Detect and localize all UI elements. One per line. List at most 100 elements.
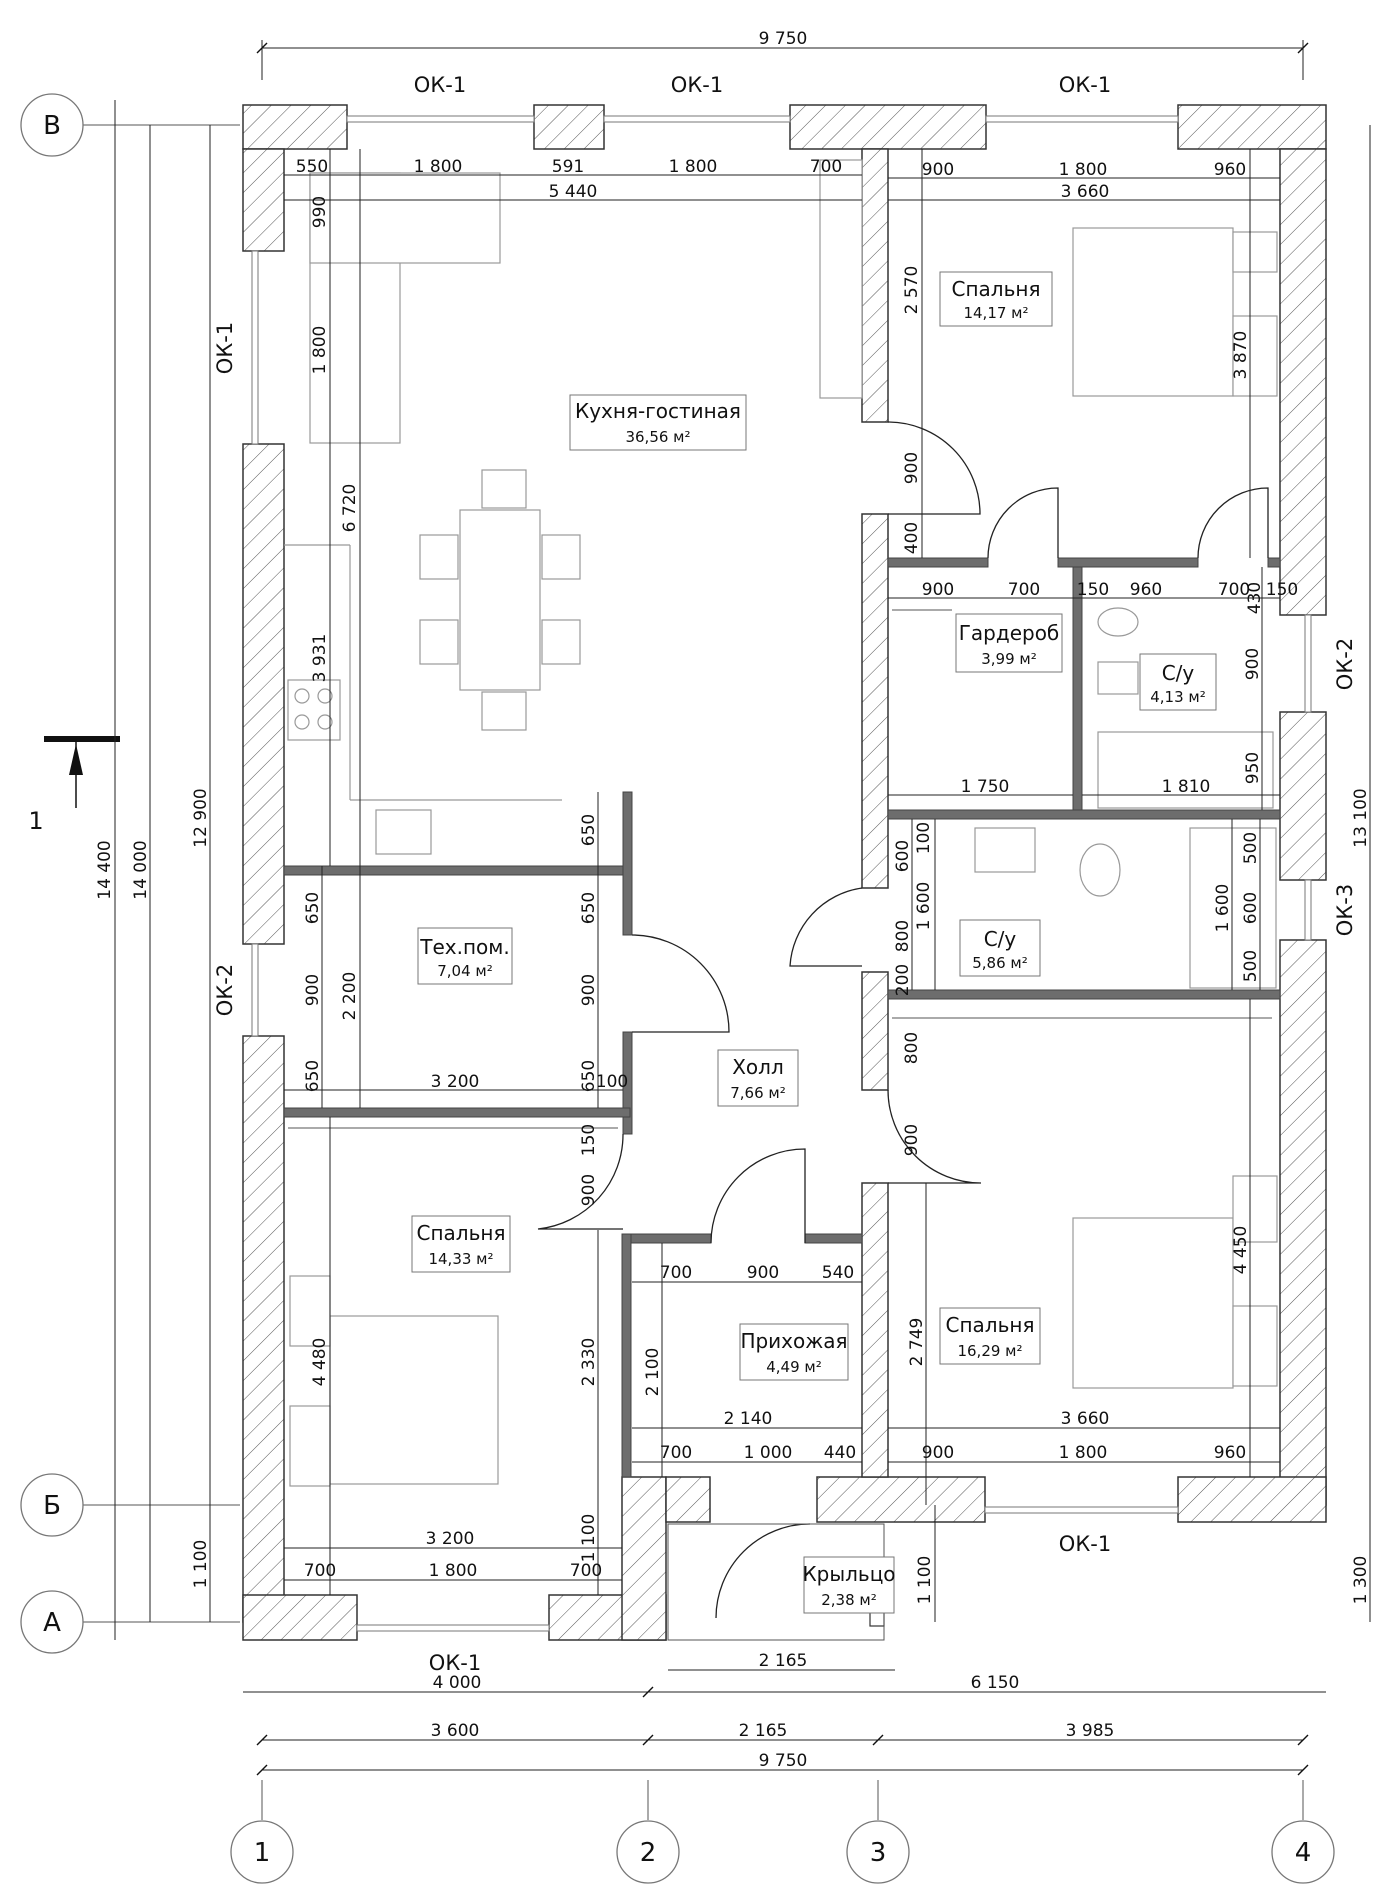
dim-label: 3 200	[426, 1529, 475, 1549]
dim-label: 900	[922, 1443, 954, 1463]
room-name: Гардероб	[959, 621, 1060, 645]
room-name: Тех.пом.	[419, 935, 509, 959]
axis-label: 1	[254, 1838, 271, 1868]
window-label: ОК-2	[1333, 638, 1357, 690]
room-bedroom-ne: Спальня 14,17 м²	[939, 271, 1053, 327]
dim-label: 600	[893, 840, 913, 872]
dim-label: 650	[579, 892, 599, 924]
dim-top-total: 9 750	[759, 29, 808, 49]
dim-label: 1 100	[579, 1514, 599, 1563]
dim-label: 430	[1245, 582, 1265, 614]
dim-label: 14 400	[95, 840, 115, 899]
dim-label: 960	[1214, 160, 1246, 180]
dim-label: 950	[1243, 752, 1263, 784]
axis-label: 4	[1295, 1838, 1312, 1868]
dim-label: 800	[902, 1032, 922, 1064]
dim-label: 3 985	[1066, 1721, 1115, 1741]
room-bedroom-se: Спальня 16,29 м²	[939, 1307, 1041, 1365]
room-labels: Кухня-гостиная 36,56 м² Спальня 14,17 м²…	[411, 271, 1217, 1614]
dim-label: 990	[310, 196, 330, 228]
window-label: ОК-1	[1059, 1532, 1111, 1556]
dim-label: 1 600	[1213, 884, 1233, 933]
dim-label: 800	[893, 920, 913, 952]
room-bathroom-1: С/у 4,13 м²	[1139, 653, 1217, 711]
partitions	[283, 557, 1281, 1478]
dim-label: 4 450	[1231, 1226, 1251, 1275]
exterior-walls	[242, 104, 1327, 1641]
dim-label: 3 870	[1231, 331, 1251, 380]
room-name: Крыльцо	[802, 1562, 895, 1586]
dim-label: 2 165	[759, 1651, 808, 1671]
dim-label: 1 800	[1059, 1443, 1108, 1463]
dim-label: 900	[579, 974, 599, 1006]
axis-label: 3	[870, 1838, 887, 1868]
dim-label: 650	[303, 892, 323, 924]
window-label: ОК-3	[1333, 884, 1357, 936]
dim-label: 400	[902, 522, 922, 554]
dim-label: 1 600	[914, 882, 934, 931]
room-area: 4,13 м²	[1150, 688, 1206, 706]
dim-label: 700	[1218, 580, 1250, 600]
axis-marker-col-3: 3	[846, 1820, 910, 1884]
doors	[537, 421, 1269, 1619]
dim-label: 1 100	[915, 1556, 935, 1605]
dimensions: 9 750 550 1 800 591 1 800 700 5 440 900 …	[95, 29, 1371, 1776]
dim-label: 1 000	[744, 1443, 793, 1463]
room-tech: Тех.пом. 7,04 м²	[417, 927, 513, 985]
window-label: ОК-1	[429, 1651, 481, 1675]
axis-marker-row-b: Б	[20, 1473, 84, 1537]
dim-label: 1 800	[429, 1561, 478, 1581]
dim-label: 1 800	[414, 157, 463, 177]
room-area: 16,29 м²	[957, 1342, 1022, 1360]
axis-label: Б	[43, 1491, 61, 1521]
room-area: 7,04 м²	[437, 962, 493, 980]
room-area: 7,66 м²	[730, 1084, 786, 1102]
axis-label: 2	[640, 1838, 657, 1868]
window-label: ОК-2	[213, 964, 237, 1016]
dim-label: 13 100	[1351, 788, 1371, 847]
dim-label: 900	[747, 1263, 779, 1283]
room-bathroom-2: С/у 5,86 м²	[959, 919, 1041, 977]
dim-label: 440	[824, 1443, 856, 1463]
room-name: Холл	[732, 1055, 784, 1079]
window-label: ОК-1	[1059, 73, 1111, 97]
dim-label: 960	[1130, 580, 1162, 600]
dim-label: 600	[1241, 892, 1261, 924]
dim-label: 200	[893, 964, 913, 996]
room-area: 5,86 м²	[972, 954, 1028, 972]
dim-label: 1 750	[961, 777, 1010, 797]
dim-label: 591	[552, 157, 584, 177]
dim-label: 700	[1008, 580, 1040, 600]
dim-label: 700	[570, 1561, 602, 1581]
room-name: Прихожая	[740, 1329, 847, 1353]
section-mark: 1	[28, 736, 120, 835]
dim-label: 3 660	[1061, 182, 1110, 202]
dim-label: 100	[914, 822, 934, 854]
axis-label: А	[43, 1608, 61, 1638]
room-hall: Холл 7,66 м²	[717, 1049, 799, 1107]
room-kitchen-living: Кухня-гостиная 36,56 м²	[569, 394, 747, 451]
axis-marker-col-2: 2	[616, 1820, 680, 1884]
window-label: ОК-1	[414, 73, 466, 97]
room-name: С/у	[1162, 661, 1195, 685]
dim-label: 1 800	[310, 326, 330, 375]
dim-label: 2 200	[340, 972, 360, 1021]
room-area: 14,33 м²	[428, 1250, 493, 1268]
axis-label: В	[43, 111, 61, 141]
room-wardrobe: Гардероб 3,99 м²	[955, 613, 1063, 673]
dim-label: 650	[579, 1060, 599, 1092]
dim-label: 2 749	[907, 1318, 927, 1367]
room-area: 3,99 м²	[981, 650, 1037, 668]
dim-label: 9 750	[759, 1751, 808, 1771]
dim-label: 900	[303, 974, 323, 1006]
dim-label: 3 660	[1061, 1409, 1110, 1429]
room-name: Спальня	[417, 1221, 506, 1245]
dim-label: 900	[1243, 648, 1263, 680]
furniture	[284, 159, 1278, 1641]
dim-label: 500	[1241, 832, 1261, 864]
dim-label: 960	[1214, 1443, 1246, 1463]
dim-label: 1 100	[191, 1540, 211, 1589]
dim-label: 5 440	[549, 182, 598, 202]
dim-label: 4 000	[433, 1673, 482, 1693]
